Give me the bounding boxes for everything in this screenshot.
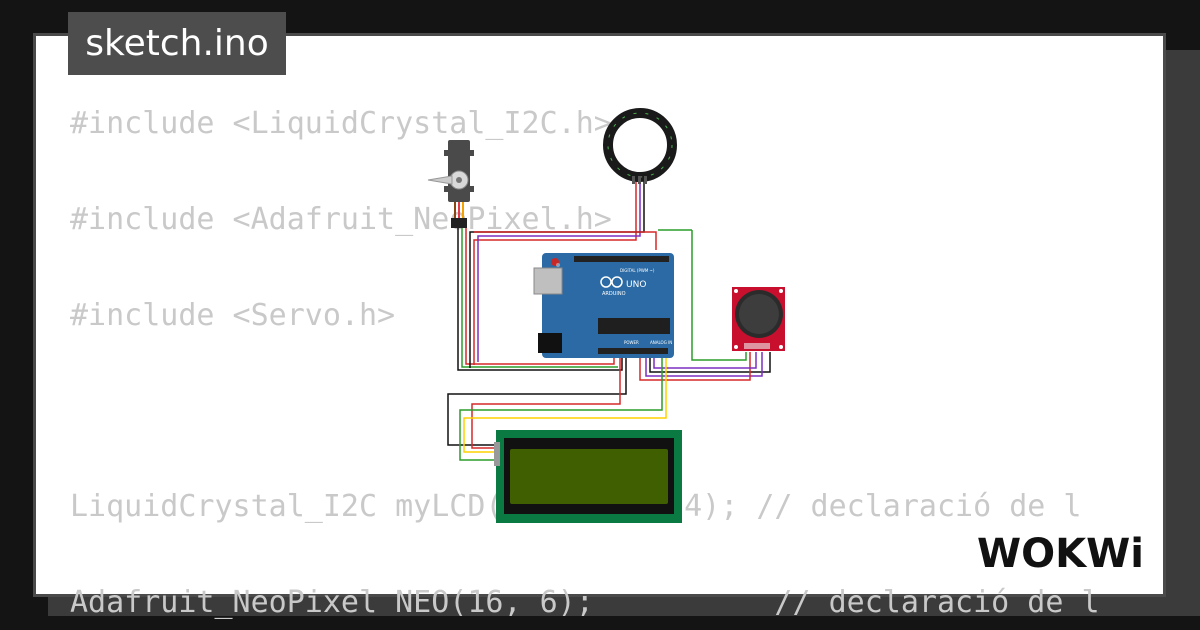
- wire-joy-vert: [645, 352, 763, 377]
- wire-servo-vcc: [465, 228, 615, 365]
- wire-joy-sel: [691, 230, 747, 361]
- arduino-model-label: UNO: [626, 280, 646, 290]
- arduino-uno-board[interactable]: UNO ARDUINO DIGITAL (PWM ~) POWER ANALOG…: [533, 253, 674, 358]
- code-line-5: Adafruit_NeoPixel NEO(16, 6); // declara…: [70, 585, 1100, 620]
- wire-joy-vcc: [639, 352, 751, 381]
- wire-joy-gnd: [649, 352, 771, 373]
- wire-lcd-vcc: [471, 355, 621, 449]
- arduino-digital-label: DIGITAL (PWM ~): [620, 268, 655, 273]
- wire-servo-gnd: [457, 228, 623, 371]
- analog-joystick[interactable]: [732, 287, 785, 351]
- wokwi-logo-icon: WOKWi: [977, 531, 1144, 577]
- wire-joy-horz: [653, 352, 757, 369]
- arduino-analog-label: ANALOG IN: [650, 340, 672, 345]
- servo-motor[interactable]: [427, 140, 474, 228]
- code-line-1: #include <LiquidCrystal_I2C.h>: [70, 106, 612, 141]
- wires: [447, 180, 771, 461]
- wire-lcd-sda: [463, 355, 667, 453]
- code-line-2: #include <Adafruit_NeoPixel.h>: [70, 202, 612, 237]
- code-line-3: #include <Servo.h>: [70, 298, 396, 333]
- arduino-power-label: POWER: [624, 340, 639, 345]
- wire-neo-extra: [474, 231, 657, 250]
- neopixel-ring[interactable]: [603, 108, 677, 184]
- file-name-tab[interactable]: sketch.ino: [68, 12, 286, 75]
- wire-neo-vcc: [473, 180, 637, 365]
- wire-neo-din: [477, 180, 641, 362]
- arduino-brand-label: ARDUINO: [602, 291, 626, 297]
- arduino-infinity-logo: [600, 276, 623, 288]
- wire-lcd-scl: [459, 355, 663, 461]
- wokwi-logo: WOKWi: [975, 527, 1150, 577]
- wokwi-logo-text: WOKWi: [977, 531, 1144, 577]
- lcd-display[interactable]: [494, 430, 682, 523]
- wire-servo-signal: [461, 228, 618, 368]
